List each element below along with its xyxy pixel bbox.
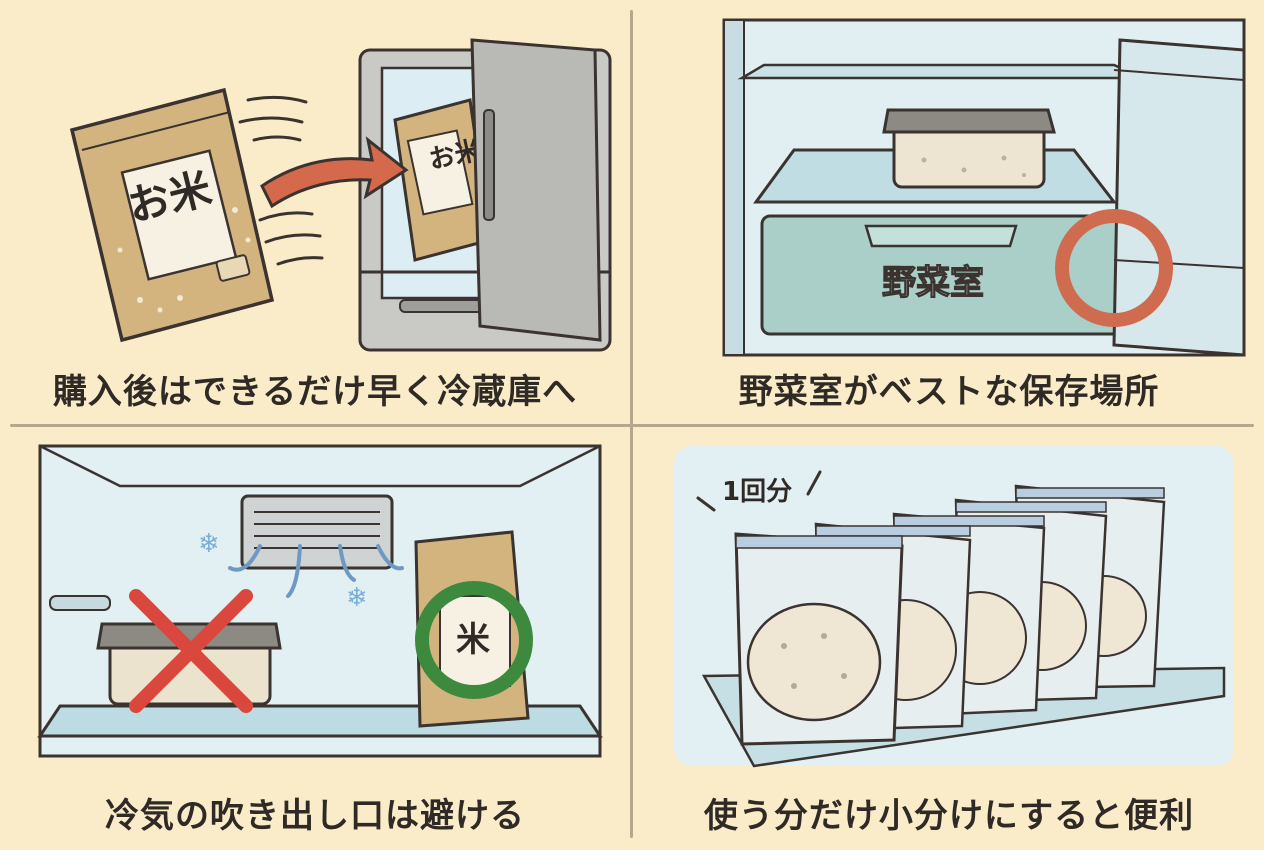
fridge-door (470, 38, 602, 342)
motion-lines-icon (238, 95, 324, 266)
air-vent (240, 494, 394, 570)
rice-bag: お米 (69, 87, 275, 343)
portion-label: 1回分 (722, 477, 792, 507)
portion-bag (734, 532, 904, 746)
caption-4: 使う分だけ小分けにすると便利 (703, 796, 1195, 836)
portion-bags-illustration: 1回分 (674, 446, 1234, 768)
panel-vegetable-drawer: 野菜室 野菜室がベストな保存場所 (644, 10, 1254, 424)
ok-circle-icon (415, 581, 533, 699)
fridge-transfer-illustration: お米 お米 (69, 38, 612, 352)
panel-move-to-fridge: お米 お米 購入後はできるだけ早く冷蔵庫へ (10, 10, 620, 424)
snowflake-icon: ❄ ❄ (198, 529, 368, 613)
drawer-label: 野菜室 (882, 263, 984, 303)
caption-3: 冷気の吹き出し口は避ける (105, 796, 525, 836)
fridge-door (1112, 38, 1246, 357)
rice-container (882, 108, 1056, 189)
panel-avoid-vent: ❄ ❄ 米 冷気の吹き出し口は避ける (10, 436, 620, 850)
top-shelf (737, 63, 1145, 80)
rice-container (96, 622, 282, 706)
emphasis-lines-icon (696, 470, 822, 512)
arrow-icon (260, 136, 409, 209)
door-handle (483, 109, 495, 221)
good-circle-icon (1055, 209, 1173, 327)
cross-icon (129, 589, 253, 713)
vegetable-drawer-illustration: 野菜室 (722, 18, 1246, 357)
cold-air-vent-illustration: ❄ ❄ 米 (37, 444, 603, 758)
caption-1: 購入後はできるだけ早く冷蔵庫へ (52, 372, 578, 412)
caption-2: 野菜室がベストな保存場所 (738, 372, 1160, 412)
svg-text:❄: ❄ (198, 529, 220, 559)
horizontal-divider (10, 424, 1254, 427)
drawer-handle (864, 224, 1018, 248)
panel-portion-bags: 1回分 使う分だけ小分けにすると便利 (644, 436, 1254, 850)
svg-text:❄: ❄ (346, 583, 368, 613)
bag-label-3: 米 (456, 620, 490, 660)
cold-air-icon (228, 544, 404, 598)
